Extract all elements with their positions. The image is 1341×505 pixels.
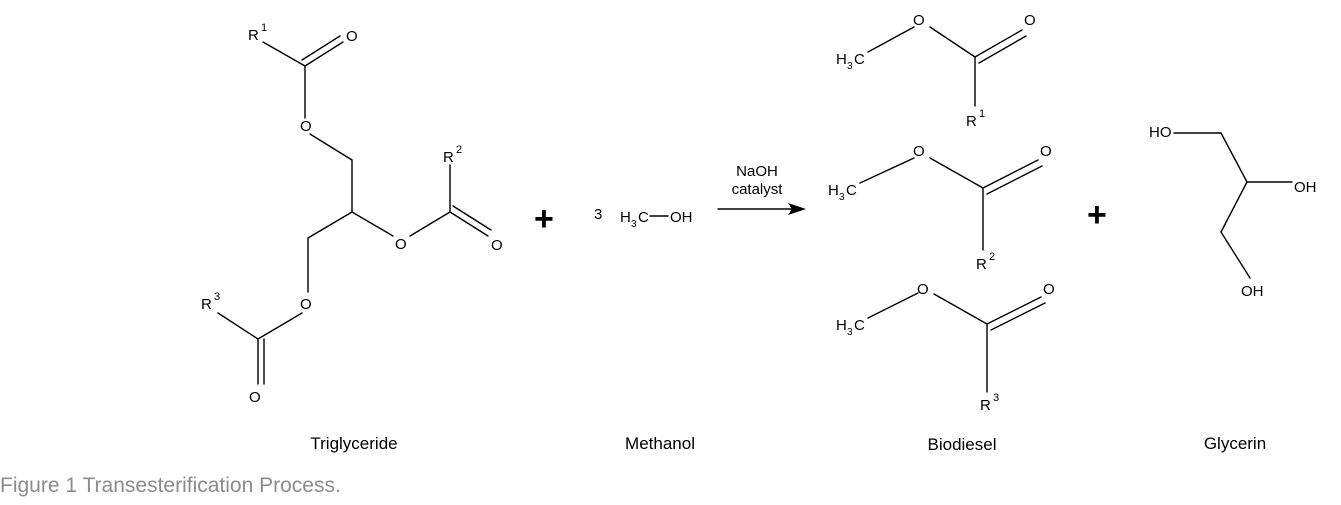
atom-o: O xyxy=(249,389,261,406)
atom-r2: R xyxy=(443,149,454,166)
atom-h: H xyxy=(836,317,847,334)
atom-o: O xyxy=(1040,143,1052,160)
biodiesel-ester-3: H 3 C O O R 3 xyxy=(836,281,1055,414)
subscript-3: 3 xyxy=(847,327,853,338)
atom-c: C xyxy=(854,51,865,68)
superscript-3: 3 xyxy=(214,291,220,303)
atom-oh: OH xyxy=(670,209,693,226)
atom-c: C xyxy=(638,209,649,226)
label-glycerin: Glycerin xyxy=(1204,434,1266,453)
subscript-3: 3 xyxy=(631,219,637,230)
atom-c: C xyxy=(846,182,857,199)
atom-r3: R xyxy=(980,397,991,414)
triglyceride-structure: R 1 O O R 2 O O O R 3 O xyxy=(201,22,503,406)
stoichiometric-coefficient: 3 xyxy=(594,206,602,223)
methanol-structure: 3 H 3 C OH xyxy=(594,206,693,230)
plus-sign: + xyxy=(534,200,554,238)
atom-o: O xyxy=(395,236,407,253)
figure-caption: Figure 1 Transesterification Process. xyxy=(0,474,341,497)
superscript-1: 1 xyxy=(261,22,267,34)
glycerin-structure: HO OH OH xyxy=(1149,124,1317,300)
superscript-2: 2 xyxy=(989,251,995,263)
atom-o: O xyxy=(917,281,929,298)
atom-h: H xyxy=(836,51,847,68)
transesterification-diagram: R 1 O O R 2 O O O R 3 O + 3 H 3 C OH NaO… xyxy=(201,12,1317,454)
atom-ho: HO xyxy=(1149,124,1172,141)
label-triglyceride: Triglyceride xyxy=(310,434,397,453)
label-methanol: Methanol xyxy=(625,434,695,453)
atom-o: O xyxy=(1024,12,1036,29)
atom-h: H xyxy=(620,209,631,226)
atom-oh: OH xyxy=(1241,283,1264,300)
atom-h: H xyxy=(828,182,839,199)
atom-o: O xyxy=(300,296,312,313)
superscript-2: 2 xyxy=(456,144,462,156)
atom-o: O xyxy=(1043,281,1055,298)
atom-r3: R xyxy=(201,296,212,313)
reaction-scheme: R 1 O O R 2 O O O R 3 O + 3 H 3 C OH NaO… xyxy=(201,12,1317,454)
subscript-3: 3 xyxy=(839,192,845,203)
plus-sign: + xyxy=(1087,196,1107,234)
atom-oh: OH xyxy=(1294,179,1317,196)
catalyst-label: catalyst xyxy=(732,181,784,198)
biodiesel-ester-1: H 3 C O O R 1 xyxy=(836,12,1036,130)
atom-r1: R xyxy=(966,113,977,130)
atom-r2: R xyxy=(976,256,987,273)
reaction-arrow: NaOH catalyst xyxy=(717,163,806,215)
atom-o: O xyxy=(913,143,925,160)
atom-r1: R xyxy=(248,27,259,44)
atom-o: O xyxy=(300,118,312,135)
biodiesel-ester-2: H 3 C O O R 2 xyxy=(828,143,1052,273)
superscript-1: 1 xyxy=(979,108,985,120)
atom-o: O xyxy=(913,12,925,29)
atom-c: C xyxy=(854,317,865,334)
atom-o: O xyxy=(346,28,358,45)
subscript-3: 3 xyxy=(847,61,853,72)
superscript-3: 3 xyxy=(993,392,999,404)
catalyst-reagent: NaOH xyxy=(736,163,778,180)
label-biodiesel: Biodiesel xyxy=(928,435,997,454)
atom-o: O xyxy=(491,237,503,254)
